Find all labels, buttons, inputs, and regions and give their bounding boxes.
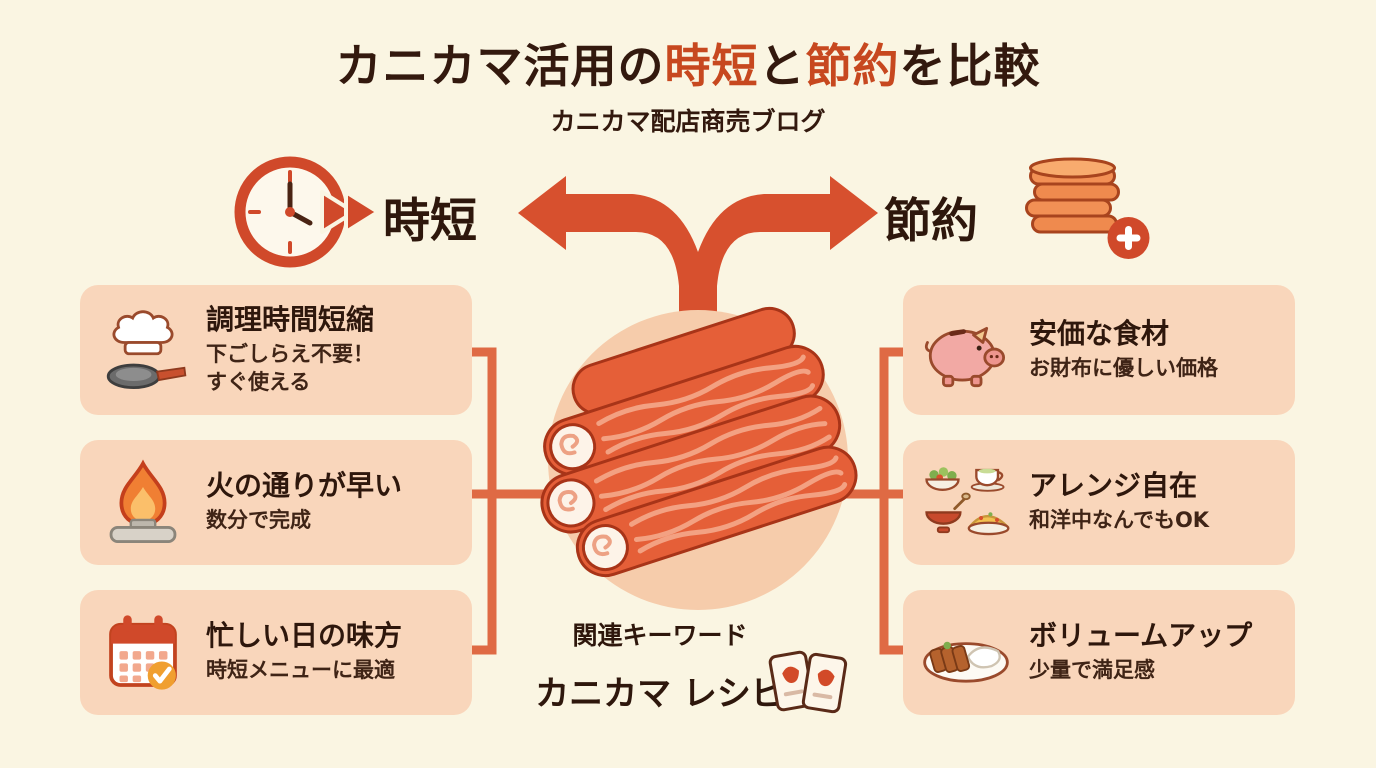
card-text: 忙しい日の味方 時短メニューに最適 <box>206 620 402 684</box>
volume-plate-icon <box>919 606 1013 700</box>
calendar-check-icon <box>96 606 190 700</box>
footer-keyword: カニカマ レシピ <box>535 674 785 714</box>
title-suffix: を比較 <box>899 39 1041 93</box>
card-arrangement: アレンジ自在 和洋中なんでもOK <box>903 440 1295 565</box>
branch-label-save: 節約 <box>884 194 978 249</box>
card-desc: 少量で満足感 <box>1029 658 1155 683</box>
card-title: ボリュームアップ <box>1029 619 1253 653</box>
card-cooking-time: 調理時間短縮 下ごしらえ不要！ すぐ使える <box>80 285 472 415</box>
piggy-bank-icon <box>919 303 1013 397</box>
card-fast-cooking: 火の通りが早い 数分で完成 <box>80 440 472 565</box>
footer-label: 関連キーワード <box>572 621 748 650</box>
branch-label-time: 時短 <box>383 194 477 249</box>
center-circle <box>548 310 848 610</box>
title-highlight-time: 時短 <box>664 39 759 93</box>
dishes-icon <box>919 456 1013 550</box>
card-text: 火の通りが早い 数分で完成 <box>206 470 402 534</box>
title-highlight-save: 節約 <box>805 39 900 93</box>
page-title: カニカマ活用の時短と節約を比較 <box>0 30 1376 96</box>
coin-stack-plus-icon <box>1008 148 1158 272</box>
page-subtitle: カニカマ配店商売ブログ <box>550 107 826 136</box>
right-connector <box>841 347 911 655</box>
card-busy-days: 忙しい日の味方 時短メニューに最適 <box>80 590 472 715</box>
title-middle: と <box>758 39 806 93</box>
card-desc: 数分で完成 <box>206 508 311 533</box>
card-text: 安価な食材 お財布に優しい価格 <box>1029 316 1218 382</box>
card-volume-up: ボリュームアップ 少量で満足感 <box>903 590 1295 715</box>
card-text: 調理時間短縮 下ごしらえ不要！ すぐ使える <box>206 303 375 396</box>
card-title: 調理時間短縮 <box>206 303 375 337</box>
clock-fast-forward-icon <box>222 140 382 284</box>
card-desc: お財布に優しい価格 <box>1029 355 1218 380</box>
card-desc: 時短メニューに最適 <box>206 658 395 683</box>
card-desc: 下ごしらえ不要！ すぐ使える <box>206 342 374 394</box>
flame-stove-icon <box>96 456 190 550</box>
card-title: アレンジ自在 <box>1029 469 1198 503</box>
footer-keyword-block: 関連キーワード カニカマ レシピ <box>515 616 805 715</box>
recipe-cards-icon <box>762 638 857 732</box>
left-connector <box>465 347 557 655</box>
card-title: 忙しい日の味方 <box>206 619 403 653</box>
card-title: 火の通りが早い <box>206 469 403 503</box>
card-text: アレンジ自在 和洋中なんでもOK <box>1029 470 1209 534</box>
card-text: ボリュームアップ 少量で満足感 <box>1029 620 1252 684</box>
card-desc: 和洋中なんでもOK <box>1029 508 1210 533</box>
card-cheap-ingredient: 安価な食材 お財布に優しい価格 <box>903 285 1295 415</box>
chef-hat-frying-pan-icon <box>96 303 190 397</box>
title-prefix: カニカマ活用の <box>335 39 665 93</box>
card-title: 安価な食材 <box>1029 316 1170 350</box>
